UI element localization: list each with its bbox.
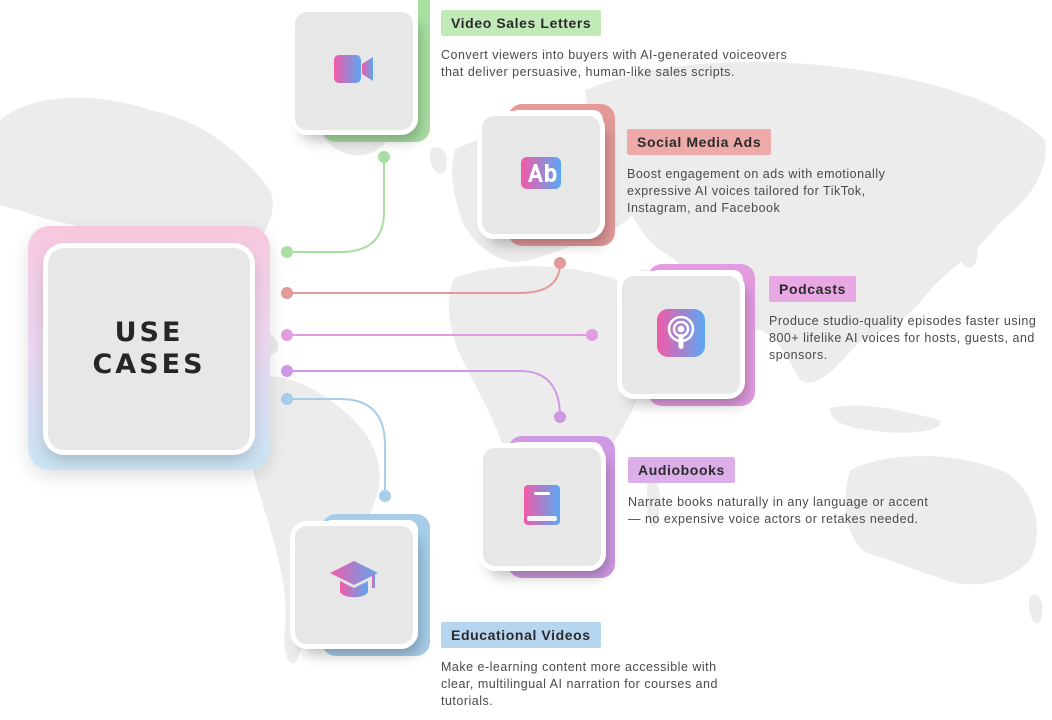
educational-videos-card[interactable] — [295, 526, 413, 644]
label-social-media-ads: Social Media Ads — [627, 129, 772, 155]
use-cases-title: USE CASES — [92, 317, 206, 380]
video-camera-icon — [334, 54, 374, 89]
connector-video-sales-letters — [287, 157, 385, 253]
desc-video-sales-letters: Convert viewers into buyers with AI-gene… — [441, 48, 788, 79]
map-madagascar — [646, 479, 661, 528]
dot-social-start — [281, 287, 293, 299]
audiobooks-card[interactable] — [483, 448, 601, 566]
map-indonesia — [829, 405, 941, 433]
dot-audiobooks-end — [554, 411, 566, 423]
dot-podcasts-start — [281, 329, 293, 341]
ad-badge-icon — [521, 156, 561, 194]
label-audiobooks: Audiobooks — [628, 457, 735, 483]
label-educational-videos: Educational Videos — [441, 622, 601, 648]
desc-social-media-ads: Boost engagement on ads with emotionally… — [627, 167, 886, 215]
desc-podcasts: Produce studio-quality episodes faster u… — [769, 314, 1037, 362]
book-icon — [524, 484, 560, 530]
use-cases-card: USE CASES — [48, 248, 250, 450]
label-video-sales-letters: Video Sales Letters — [441, 10, 602, 36]
dot-podcasts-end — [586, 329, 598, 341]
dot-social-end — [554, 257, 566, 269]
map-japan — [958, 226, 978, 268]
podcast-icon — [657, 308, 705, 362]
video-sales-letters-card[interactable] — [295, 12, 413, 130]
desc-audiobooks: Narrate books naturally in any language … — [628, 495, 929, 526]
map-south-america — [247, 376, 380, 664]
dot-educational-end — [379, 490, 391, 502]
dot-video-start — [281, 246, 293, 258]
desc-educational-videos: Make e-learning content more accessible … — [441, 660, 718, 708]
dot-audiobooks-start — [281, 365, 293, 377]
connector-educational-videos — [287, 398, 386, 496]
map-new-zealand — [1028, 594, 1043, 624]
connector-social-media-ads — [287, 262, 561, 294]
graduation-cap-icon — [330, 560, 378, 610]
map-uk — [429, 147, 447, 174]
label-podcasts: Podcasts — [769, 276, 857, 302]
map-australia — [845, 455, 1037, 585]
social-media-ads-card[interactable] — [482, 116, 600, 234]
map-africa — [448, 266, 652, 562]
podcasts-card[interactable] — [622, 276, 740, 394]
dot-video-end — [378, 151, 390, 163]
dot-educational-start — [281, 393, 293, 405]
connector-audiobooks — [287, 370, 561, 418]
